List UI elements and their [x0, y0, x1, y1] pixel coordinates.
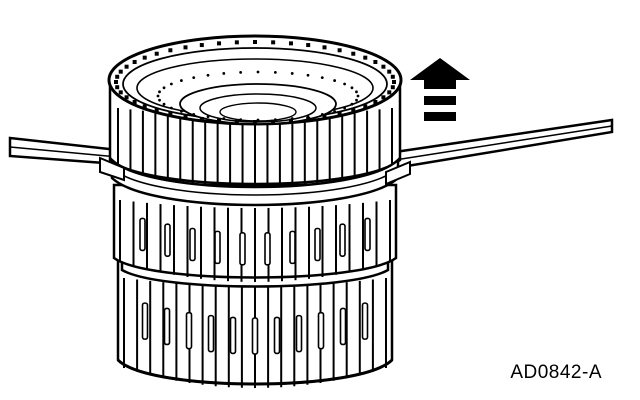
up-arrow-icon — [410, 58, 470, 121]
middle-drum-splines — [119, 200, 391, 282]
upper-drum-rim-teeth — [114, 40, 396, 124]
upper-drum-splines — [117, 108, 393, 190]
right-separating-tool — [393, 118, 614, 170]
right-tool-tip — [385, 160, 411, 186]
upper-clutch-drum — [107, 34, 403, 190]
figure-code: AD0842-A — [510, 362, 602, 383]
middle-drum-slots — [139, 217, 371, 266]
lower-clutch-drum — [116, 258, 394, 388]
left-tool-tip — [99, 156, 125, 182]
lower-drum-slots — [141, 302, 369, 355]
upper-drum-hub-dots — [156, 70, 360, 122]
middle-clutch-drum — [112, 183, 398, 282]
